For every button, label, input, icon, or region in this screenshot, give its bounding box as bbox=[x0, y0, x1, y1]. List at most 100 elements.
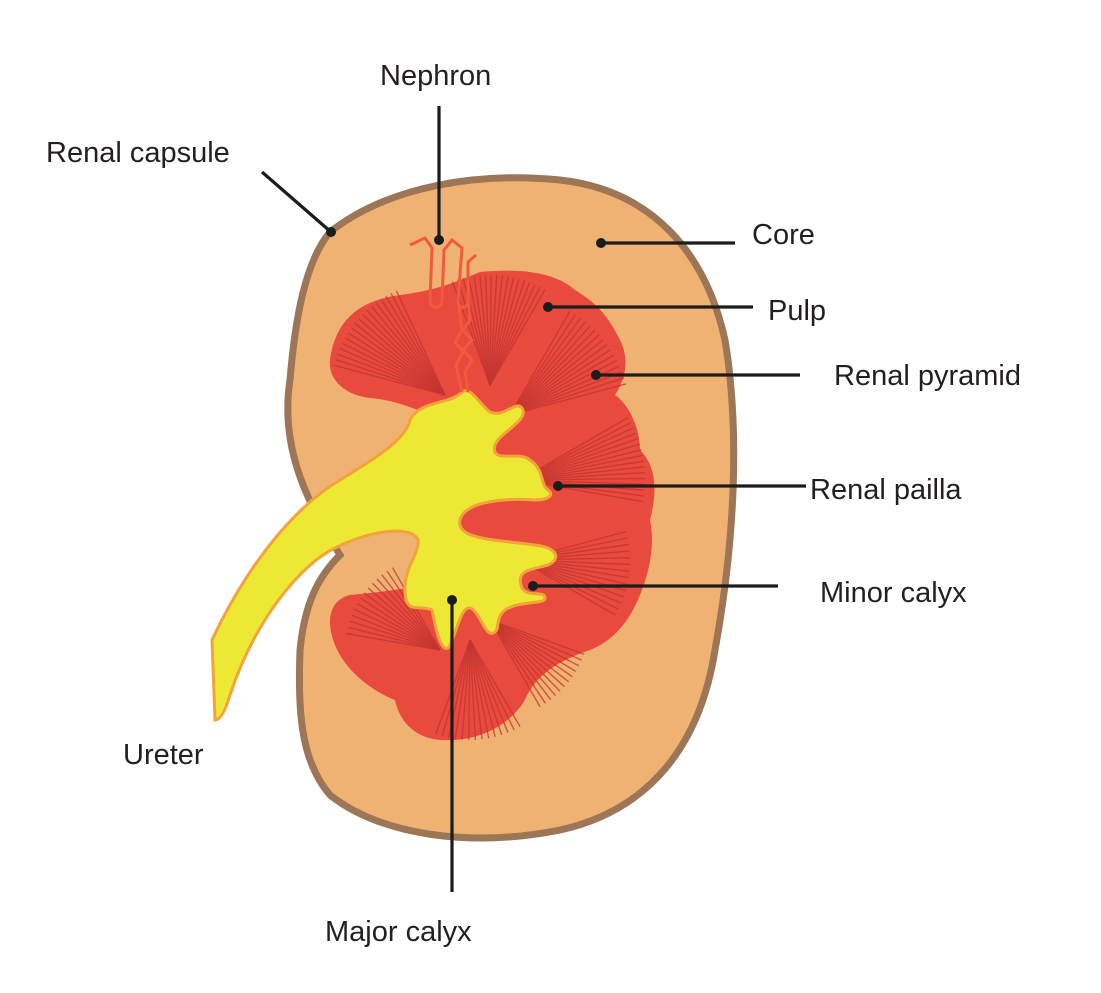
striation-line bbox=[354, 322, 446, 396]
striation-line bbox=[469, 639, 490, 739]
striation-line bbox=[509, 325, 591, 416]
striation-line bbox=[341, 342, 446, 396]
striation-line bbox=[346, 632, 441, 651]
dot-minor-calyx bbox=[528, 581, 538, 591]
striation-line bbox=[509, 310, 571, 416]
dot-core bbox=[596, 238, 606, 248]
striation-line bbox=[509, 383, 627, 416]
striation-line bbox=[509, 314, 576, 416]
striation-line bbox=[509, 349, 611, 416]
striation-line bbox=[356, 602, 441, 651]
label-renal-pyramid: Renal pyramid bbox=[834, 360, 1021, 392]
striation-line bbox=[489, 286, 541, 386]
striation-line bbox=[489, 619, 557, 697]
striation-line bbox=[489, 619, 573, 678]
striation-line bbox=[489, 289, 546, 386]
striation-line bbox=[363, 592, 441, 651]
label-renal-capsule: Renal capsule bbox=[46, 137, 230, 169]
label-minor-calyx: Minor calyx bbox=[820, 577, 967, 609]
striation-line bbox=[469, 639, 503, 736]
striation-line bbox=[489, 619, 585, 655]
striation-line bbox=[509, 343, 608, 416]
striation-line bbox=[469, 639, 477, 740]
renal-pelvis-outline bbox=[210, 389, 558, 722]
striation-line bbox=[381, 574, 441, 651]
striation-line bbox=[367, 587, 441, 651]
striation-line bbox=[509, 329, 596, 416]
striation-line bbox=[353, 608, 441, 651]
nephron-tubule bbox=[409, 236, 477, 309]
striation-line bbox=[366, 309, 446, 396]
dot-renal-pyramid bbox=[591, 370, 601, 380]
striation-line bbox=[489, 278, 520, 386]
label-core: Core bbox=[752, 219, 815, 251]
striation-line bbox=[489, 275, 498, 386]
striation-line bbox=[489, 274, 492, 386]
striation-line bbox=[351, 327, 446, 396]
striation-line bbox=[441, 639, 471, 737]
striation-line bbox=[489, 619, 570, 683]
striation-line bbox=[395, 290, 446, 396]
striation-line bbox=[358, 318, 446, 396]
striation-line bbox=[509, 354, 615, 416]
striation-line bbox=[468, 276, 491, 386]
striation-line bbox=[489, 619, 546, 704]
nephron-tubule bbox=[453, 299, 465, 393]
striation-line bbox=[489, 619, 580, 667]
striation-line bbox=[376, 578, 441, 651]
striation-line bbox=[489, 280, 526, 386]
striation-line bbox=[344, 337, 446, 396]
striation-line bbox=[335, 358, 446, 396]
striation-line bbox=[469, 639, 509, 733]
dot-pulp bbox=[543, 302, 553, 312]
striation-line bbox=[370, 306, 446, 396]
striation-line bbox=[469, 639, 521, 727]
striation-line bbox=[469, 639, 496, 737]
striation-line bbox=[385, 295, 446, 396]
striation-line bbox=[489, 282, 531, 386]
striation-line bbox=[362, 314, 446, 396]
striation-line bbox=[509, 371, 623, 416]
dot-renal-pailla bbox=[553, 481, 563, 491]
medulla-lobes bbox=[329, 270, 655, 741]
striation-line bbox=[509, 321, 587, 416]
label-major-calyx: Major calyx bbox=[325, 916, 472, 948]
nephron-structure bbox=[409, 236, 477, 393]
striation-line bbox=[333, 364, 446, 396]
label-nephron: Nephron bbox=[380, 60, 492, 92]
striation-line bbox=[457, 279, 491, 386]
nephron-tubule bbox=[460, 299, 475, 393]
striation-line bbox=[360, 597, 441, 651]
label-ureter: Ureter bbox=[123, 739, 204, 771]
striation-line bbox=[479, 275, 491, 386]
leader-lines bbox=[260, 106, 806, 892]
striation-line bbox=[489, 275, 504, 386]
striation-line bbox=[469, 639, 483, 740]
striation-line bbox=[489, 284, 536, 386]
striation-line bbox=[489, 277, 515, 386]
leader-renal-capsule bbox=[260, 170, 333, 234]
striation-line bbox=[461, 639, 471, 740]
striation-line bbox=[489, 276, 509, 386]
striation-line bbox=[489, 619, 541, 707]
striation-line bbox=[473, 275, 491, 386]
label-pulp: Pulp bbox=[768, 295, 827, 327]
striation-line bbox=[386, 570, 441, 651]
striation-line bbox=[349, 620, 441, 651]
striation-line bbox=[347, 626, 441, 651]
striation-line bbox=[489, 619, 565, 688]
striation-line bbox=[337, 353, 446, 396]
striation-line bbox=[484, 275, 491, 386]
striation-line bbox=[375, 302, 446, 396]
striation-line bbox=[339, 347, 446, 396]
label-renal-pailla: Renal pailla bbox=[810, 474, 962, 506]
striation-line bbox=[454, 639, 471, 740]
striation-line bbox=[509, 317, 582, 416]
leader-dots bbox=[326, 227, 606, 605]
striation-line bbox=[468, 639, 471, 741]
dot-renal-capsule bbox=[326, 227, 336, 237]
striation-line bbox=[469, 639, 515, 731]
striation-line bbox=[489, 619, 552, 701]
striation-line bbox=[489, 619, 577, 673]
